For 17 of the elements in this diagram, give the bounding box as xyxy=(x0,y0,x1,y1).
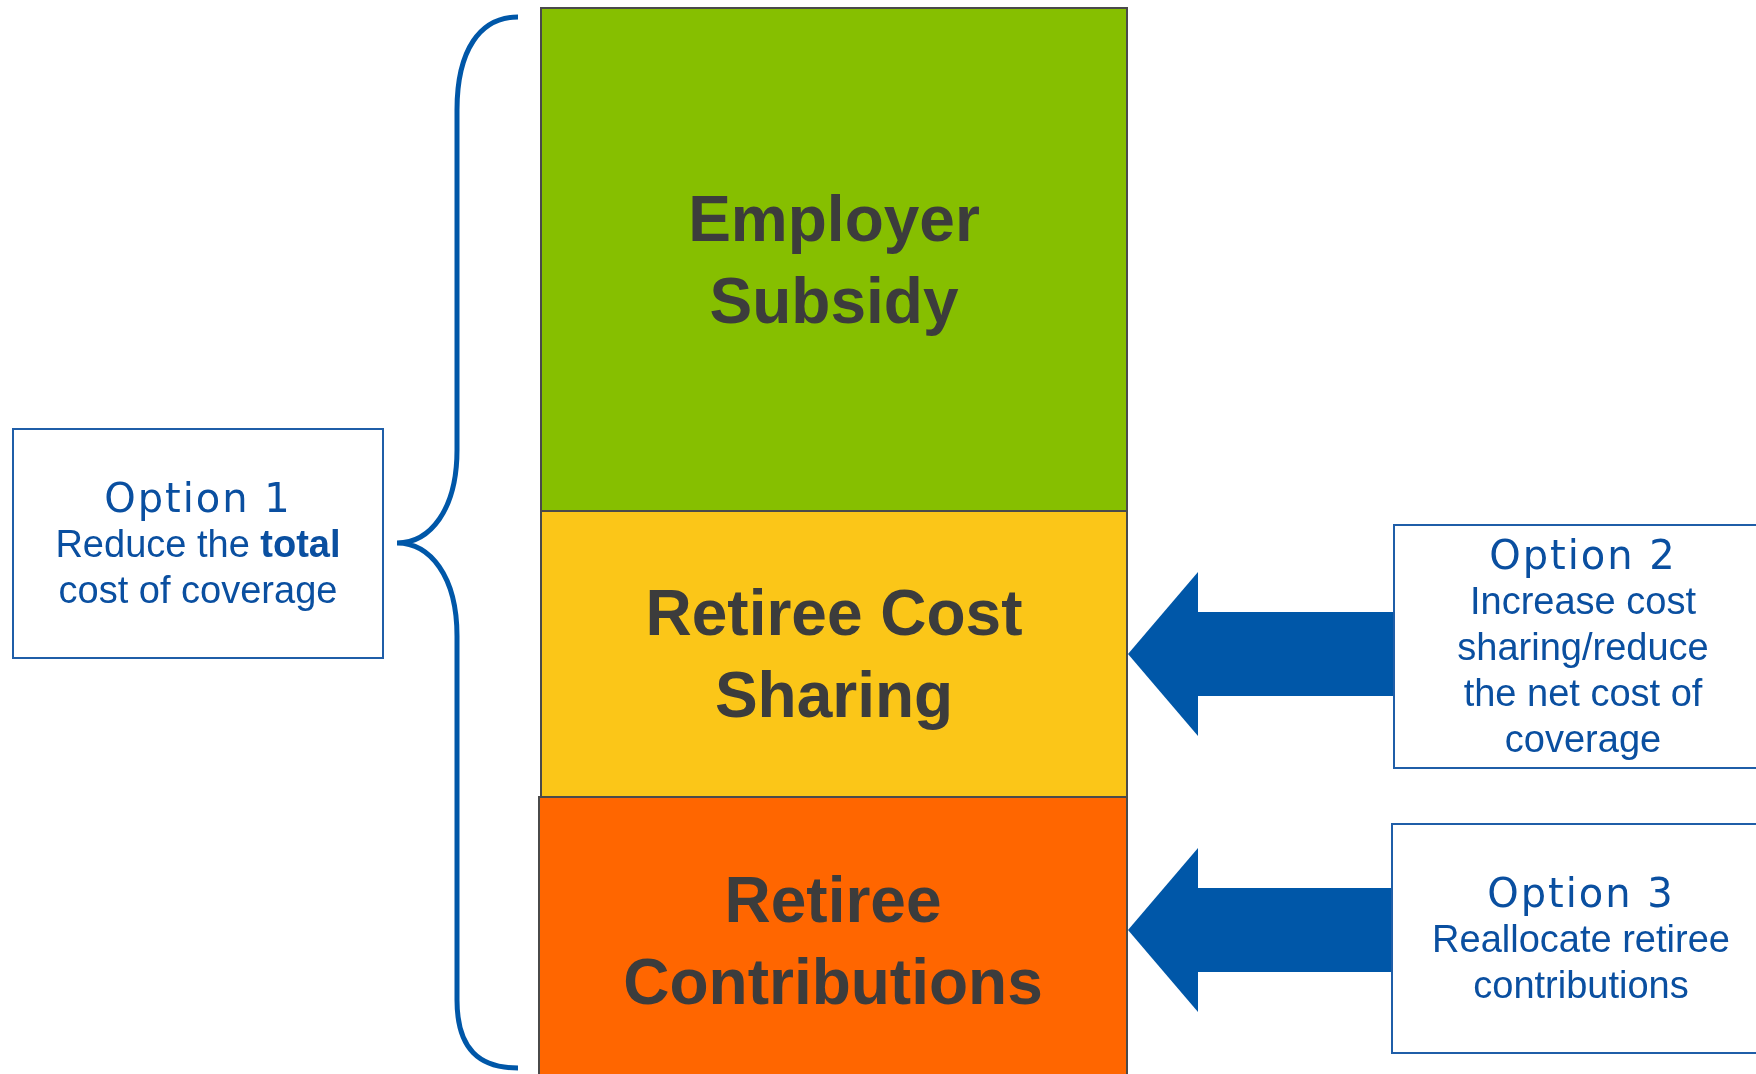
option-text: Reallocate retiree contributions xyxy=(1431,916,1731,1008)
option-text: Increase cost sharing/reduce the net cost of coverage xyxy=(1456,578,1710,762)
bar-segment xyxy=(540,7,1128,512)
bar-segment xyxy=(538,796,1128,1074)
segment-label: Retiree Contributions xyxy=(622,863,1044,1020)
option-heading: Option 1 xyxy=(104,474,292,521)
option-box xyxy=(1391,823,1756,1054)
option-box xyxy=(12,428,384,659)
option-heading: Option 3 xyxy=(1487,869,1675,916)
option-box xyxy=(1393,524,1756,769)
segment-label: Retiree Cost Sharing xyxy=(644,576,1024,733)
block-arrow xyxy=(1128,572,1393,736)
bar-segment xyxy=(540,510,1128,798)
block-arrow xyxy=(1128,848,1391,1012)
segment-label: Employer Subsidy xyxy=(687,181,981,339)
option-text: Reduce the total cost of coverage xyxy=(54,521,342,613)
option-heading: Option 2 xyxy=(1489,531,1677,578)
